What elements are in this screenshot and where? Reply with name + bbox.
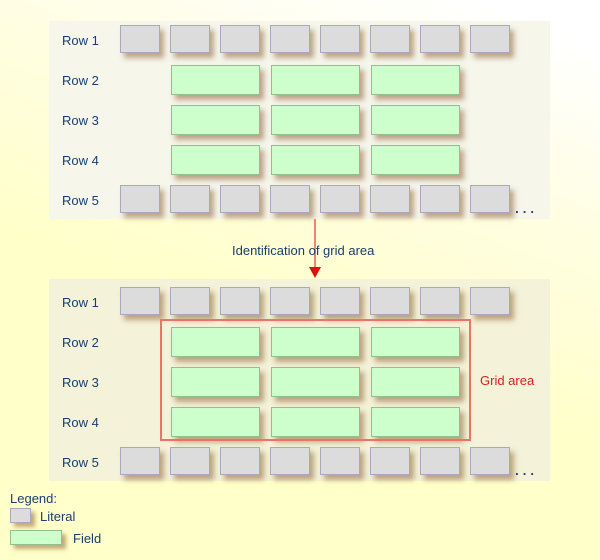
field-box	[371, 145, 460, 175]
panel-row: Row 2	[49, 65, 550, 105]
down-arrow-line	[314, 219, 316, 269]
row-label: Row 1	[62, 294, 99, 310]
field-box	[371, 367, 460, 397]
field-box	[171, 145, 260, 175]
literal-box	[420, 447, 460, 475]
field-boxes	[171, 145, 460, 175]
panel-row: Row 5	[49, 185, 550, 225]
literal-box	[320, 287, 360, 315]
literal-box	[320, 25, 360, 53]
literal-box	[470, 25, 510, 53]
row-label: Row 1	[62, 32, 99, 48]
legend-literal-swatch	[10, 508, 31, 523]
row-label: Row 3	[62, 374, 99, 390]
literal-box	[370, 185, 410, 213]
panel-row: Row 5	[49, 447, 550, 487]
panel-after-identification: Row 1 Row 2 Row 3 Row 4 Row 5	[49, 279, 550, 481]
row-label: Row 2	[62, 72, 99, 88]
literal-box	[170, 287, 210, 315]
panel-row: Row 3	[49, 367, 550, 407]
literal-box	[120, 25, 160, 53]
legend-field-label: Field	[73, 531, 102, 546]
legend-literal-label: Literal	[40, 509, 76, 524]
legend-field-swatch	[10, 530, 62, 545]
literal-box	[470, 447, 510, 475]
literal-box	[220, 287, 260, 315]
field-boxes	[171, 65, 460, 95]
field-boxes	[171, 407, 460, 437]
field-box	[271, 65, 360, 95]
legend-title: Legend:	[10, 491, 57, 506]
down-arrow-head-icon	[309, 267, 321, 278]
literal-box	[420, 185, 460, 213]
literal-box	[270, 447, 310, 475]
field-boxes	[171, 105, 460, 135]
literal-box	[270, 287, 310, 315]
literal-boxes	[120, 447, 510, 475]
field-box	[271, 145, 360, 175]
field-box	[171, 105, 260, 135]
field-box	[171, 65, 260, 95]
field-box	[171, 367, 260, 397]
literal-box	[170, 185, 210, 213]
literal-box	[320, 447, 360, 475]
literal-boxes	[120, 25, 510, 53]
field-box	[271, 105, 360, 135]
panel-row: Row 1	[49, 25, 550, 65]
literal-box	[270, 185, 310, 213]
literal-box	[320, 185, 360, 213]
row-label: Row 4	[62, 152, 99, 168]
field-box	[371, 105, 460, 135]
literal-box	[370, 447, 410, 475]
literal-box	[120, 185, 160, 213]
field-box	[171, 327, 260, 357]
literal-box	[420, 287, 460, 315]
panel-row: Row 4	[49, 407, 550, 447]
field-box	[171, 407, 260, 437]
field-box	[271, 327, 360, 357]
panel-row: Row 1	[49, 287, 550, 327]
literal-box	[120, 447, 160, 475]
row-label: Row 4	[62, 414, 99, 430]
field-box	[371, 327, 460, 357]
panel-row: Row 2	[49, 327, 550, 367]
panel-row: Row 3	[49, 105, 550, 145]
literal-box	[470, 287, 510, 315]
literal-boxes	[120, 287, 510, 315]
row-label: Row 3	[62, 112, 99, 128]
literal-box	[470, 185, 510, 213]
literal-box	[370, 25, 410, 53]
panel-before-identification: Row 1 Row 2 Row 3 Row 4 Row 5	[49, 21, 550, 219]
field-boxes	[171, 327, 460, 357]
panel-row: Row 4	[49, 145, 550, 185]
field-box	[271, 407, 360, 437]
row-label: Row 5	[62, 192, 99, 208]
literal-box	[220, 25, 260, 53]
literal-box	[270, 25, 310, 53]
literal-box	[220, 185, 260, 213]
literal-boxes	[120, 185, 510, 213]
literal-box	[370, 287, 410, 315]
literal-box	[170, 447, 210, 475]
field-box	[371, 407, 460, 437]
field-box	[271, 367, 360, 397]
row-label: Row 5	[62, 454, 99, 470]
literal-box	[220, 447, 260, 475]
row-label: Row 2	[62, 334, 99, 350]
field-boxes	[171, 367, 460, 397]
literal-box	[170, 25, 210, 53]
field-box	[371, 65, 460, 95]
process-caption: Identification of grid area	[232, 243, 375, 258]
literal-box	[420, 25, 460, 53]
literal-box	[120, 287, 160, 315]
